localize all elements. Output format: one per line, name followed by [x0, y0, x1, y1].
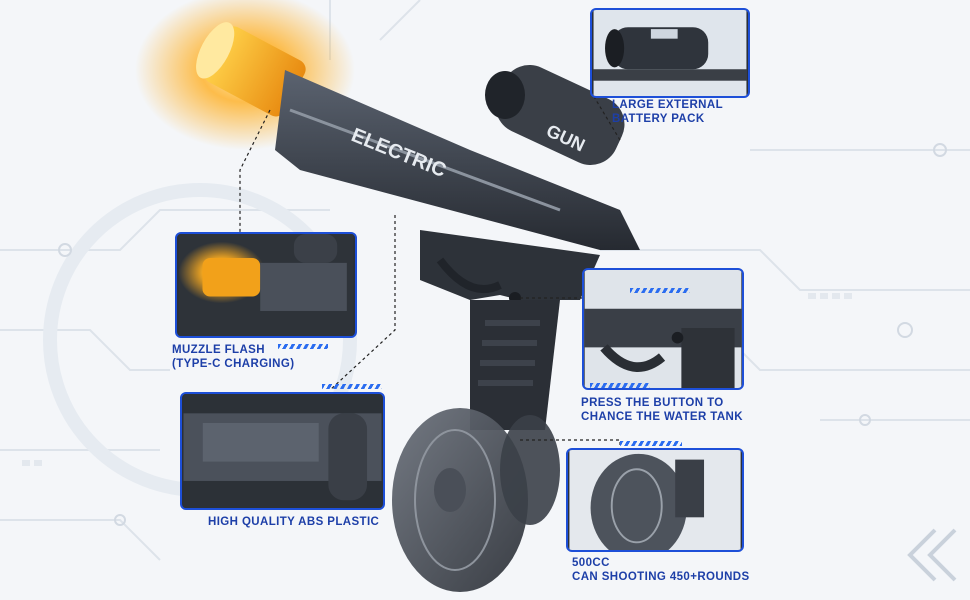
muzzle-flash-caption: MUZZLE FLASH (TYPE-C CHARGING)	[172, 343, 294, 371]
button-caption-line1: PRESS THE BUTTON TO	[581, 397, 724, 409]
water-tank-panel	[566, 448, 744, 552]
button-stripe-top	[630, 288, 690, 293]
abs-caption-line1: HIGH QUALITY ABS PLASTIC	[208, 516, 380, 528]
button-caption-line2: CHANCE THE WATER TANK	[581, 411, 743, 423]
tank-caption-line1: 500CC	[572, 557, 610, 569]
muzzle-caption-line2: (TYPE-C CHARGING)	[172, 358, 295, 370]
muzzle-caption-line1: MUZZLE FLASH	[172, 344, 265, 356]
button-stripe-bottom	[590, 383, 650, 388]
abs-plastic-panel	[180, 392, 385, 510]
muzzle-flash-image	[178, 234, 354, 336]
battery-pack-caption: LARGE EXTERNAL BATTERY PACK	[612, 98, 723, 126]
abs-stripe	[322, 384, 382, 389]
muzzle-flash-panel	[175, 232, 357, 338]
abs-plastic-caption: HIGH QUALITY ABS PLASTIC	[208, 515, 379, 529]
battery-caption-line2: BATTERY PACK	[612, 113, 705, 125]
water-tank-caption: 500CC CAN SHOOTING 450+ROUNDS	[572, 556, 750, 584]
abs-plastic-image	[183, 394, 382, 508]
battery-pack-image	[593, 10, 747, 96]
muzzle-stripe	[278, 344, 328, 349]
red-dot-sight: GUN	[485, 65, 625, 165]
tank-stripe	[620, 441, 682, 446]
tank-button-caption: PRESS THE BUTTON TO CHANCE THE WATER TAN…	[581, 396, 743, 424]
battery-caption-line1: LARGE EXTERNAL	[612, 99, 724, 111]
tank-button-panel	[582, 268, 744, 390]
battery-pack-panel	[590, 8, 750, 98]
muzzle-flash	[196, 22, 306, 117]
tank-caption-line2: CAN SHOOTING 450+ROUNDS	[572, 571, 750, 583]
water-tank-drum	[392, 408, 560, 592]
water-tank-image	[569, 450, 741, 550]
